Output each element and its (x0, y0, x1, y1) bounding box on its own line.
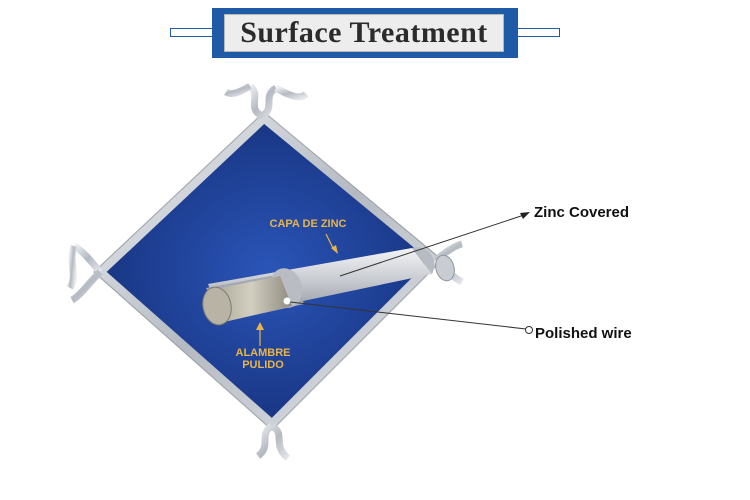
page-title: Surface Treatment (240, 16, 488, 49)
label-alambre: ALAMBRE (236, 347, 291, 359)
mesh-twist-top (224, 82, 309, 120)
callout-arrow-zinc (520, 212, 530, 219)
title-plate: Surface Treatment (224, 14, 504, 52)
mesh-twist-left (66, 242, 103, 304)
label-pulido: PULIDO (242, 359, 284, 371)
callout-polished-wire: Polished wire (535, 325, 632, 342)
mesh-twist-bottom (255, 422, 291, 461)
zinc-coated-rod (202, 247, 455, 326)
callout-line-zinc (339, 213, 528, 277)
callout-dot-wire (525, 326, 533, 334)
label-capa-de-zinc: CAPA DE ZINC (270, 218, 347, 230)
callout-line-wire (289, 301, 527, 330)
callout-zinc-covered: Zinc Covered (534, 204, 630, 221)
mesh-frame (93, 113, 443, 431)
